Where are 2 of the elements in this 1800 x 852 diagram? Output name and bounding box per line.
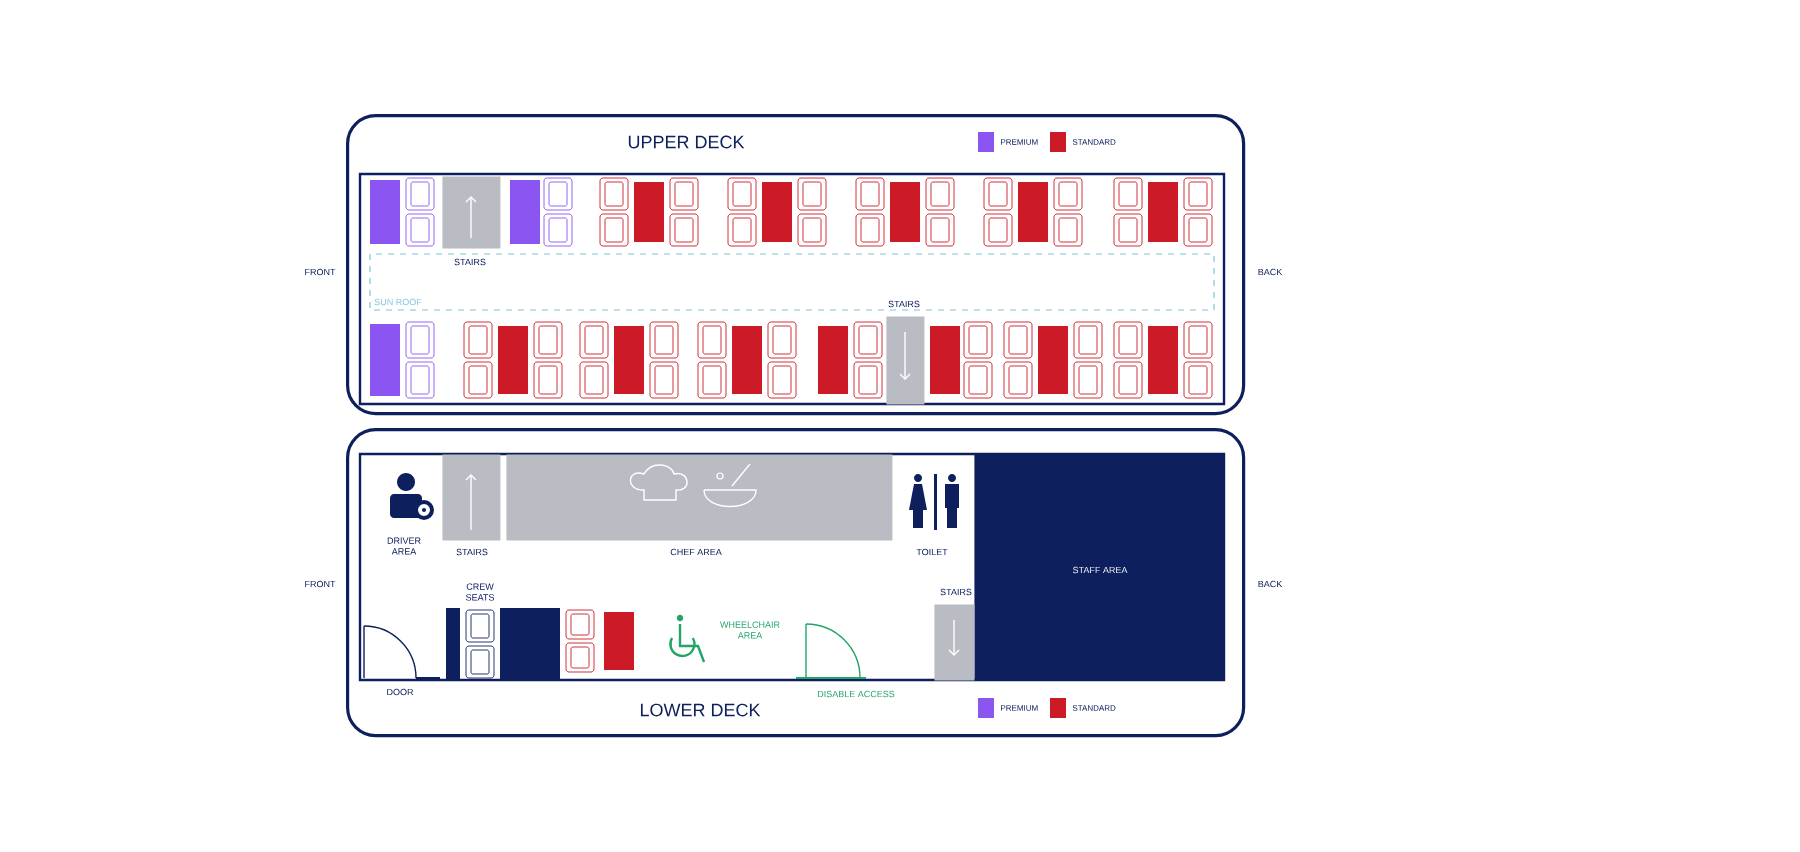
deck-title: LOWER DECK xyxy=(640,703,761,717)
deck-title: UPPER DECK xyxy=(628,135,745,149)
